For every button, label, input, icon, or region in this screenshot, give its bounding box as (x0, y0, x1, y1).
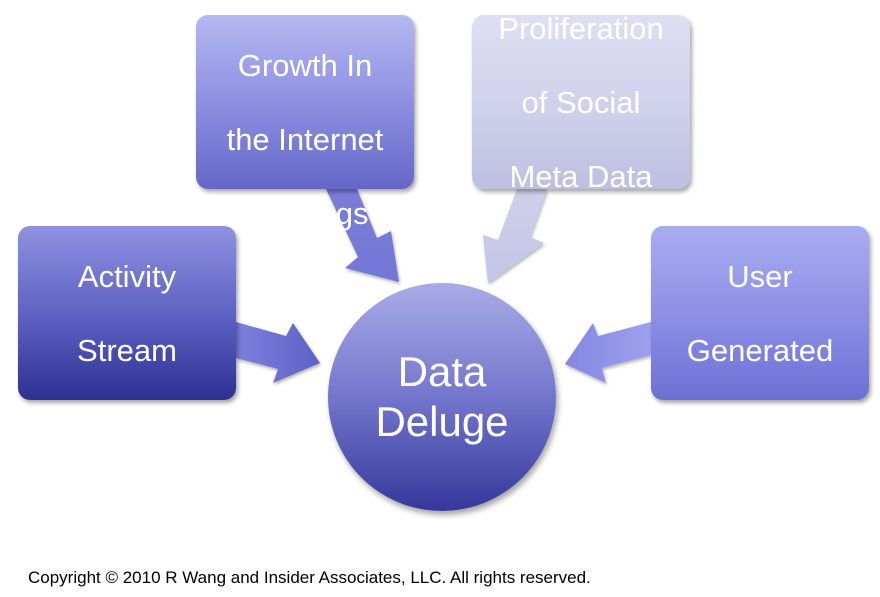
node-label-line: Activity (77, 258, 177, 294)
node-label-line: of Things (241, 195, 369, 231)
node-internet-of-things: Explosive Growth In the Internet of Thin… (196, 0, 414, 231)
node-label-line: Generated (686, 332, 834, 368)
node-label-line: Meta Data (509, 158, 653, 194)
copyright-notice: Copyright © 2010 R Wang and Insider Asso… (28, 568, 591, 587)
arrow-right (565, 322, 651, 383)
node-label-line: Stream (77, 332, 177, 368)
node-label-line: the Internet (226, 121, 384, 157)
node-label-line: Proliferation (498, 10, 664, 46)
node-user-generated-content: Flood Of User Generated Content (651, 185, 869, 442)
node-label-line: User (727, 258, 793, 294)
arrow-top-right (483, 189, 547, 283)
node-label-line: Massive (70, 184, 184, 220)
arrow-top-middle (326, 189, 399, 282)
node-label-line: Explosive (227, 0, 384, 10)
node-label-line: Growth In (237, 47, 373, 83)
node-social-meta-data: Proliferation of Social Meta Data (472, 11, 690, 194)
node-label-line: Flows (86, 406, 168, 442)
node-label-line: of Social (521, 84, 641, 120)
node-label-line: Flood Of (700, 184, 820, 220)
arrow-left (236, 322, 320, 383)
center-label-line: Data (397, 348, 487, 395)
node-label-line: Content (705, 406, 815, 442)
node-activity-streams: Massive Activity Stream Flows (18, 185, 236, 442)
center-node-data-deluge: Data Deluge (328, 283, 556, 511)
center-label-line: Deluge (375, 398, 509, 445)
